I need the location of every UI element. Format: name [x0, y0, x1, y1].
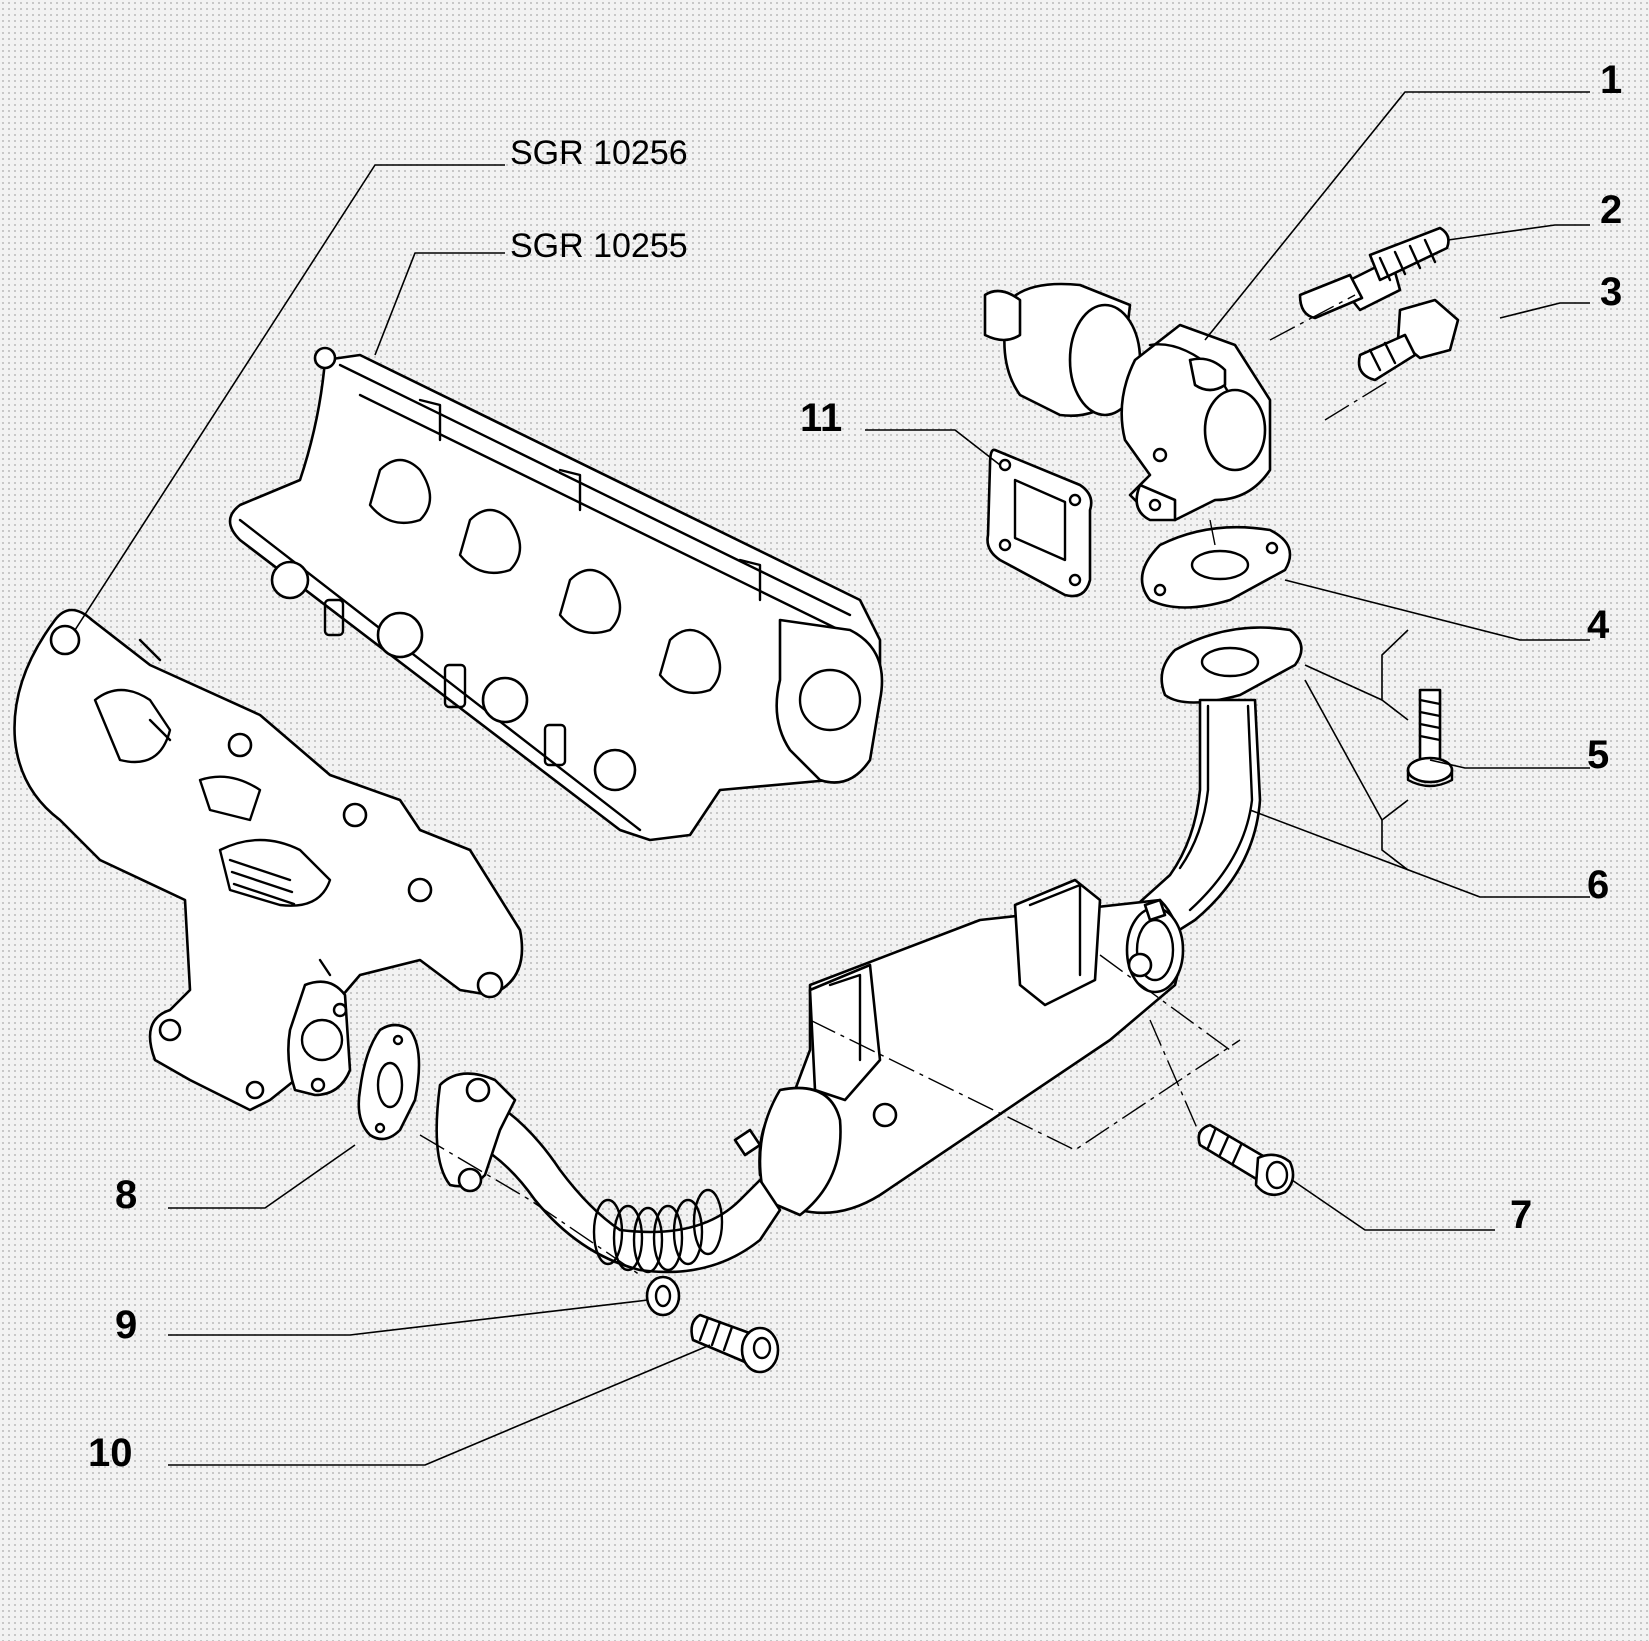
egr-valve: [983, 282, 1272, 522]
intake-manifold: [228, 346, 884, 842]
ref-label-exhaust-manifold: SGR 10256: [510, 134, 688, 172]
stud-bolt: [1298, 226, 1450, 320]
alignment-lines: [419, 294, 1391, 1276]
bracket-5-6: [1381, 629, 1409, 871]
egr-cooler: [733, 878, 1185, 1217]
leader-11: [865, 429, 1001, 466]
exhaust-manifold: [13, 608, 524, 1112]
leader-5: [1429, 759, 1590, 769]
leader-8: [168, 1144, 356, 1209]
egr-pipe: [1118, 626, 1303, 957]
leader-ref-10255: [374, 252, 505, 356]
leader-10: [168, 1344, 711, 1466]
callout-7: 7: [1510, 1193, 1533, 1237]
callout-3: 3: [1600, 270, 1623, 314]
leader-6: [1249, 809, 1590, 898]
leader-4: [1284, 579, 1590, 641]
leader-ref-10256: [74, 164, 505, 631]
leader-2: [1447, 224, 1590, 241]
gasket-4: [1140, 525, 1292, 609]
hex-bolt: [1357, 298, 1460, 382]
callout-2: 2: [1600, 188, 1623, 232]
leader-3: [1499, 302, 1590, 319]
callout-4: 4: [1587, 603, 1610, 647]
callout-6: 6: [1587, 863, 1610, 907]
bolt-7: [1197, 1123, 1295, 1197]
callout-11: 11: [800, 396, 843, 440]
callout-9: 9: [115, 1303, 138, 1347]
washer-9: [645, 1275, 681, 1317]
leader-9: [168, 1299, 649, 1336]
callout-1: 1: [1600, 58, 1623, 102]
gasket-8: [357, 1023, 421, 1141]
bracket-join: [1304, 664, 1383, 821]
gasket-11: [986, 448, 1093, 598]
leader-7: [1291, 1179, 1495, 1231]
bolt-5: [1406, 688, 1454, 788]
ref-label-intake-manifold: SGR 10255: [510, 227, 688, 265]
flex-pipe: [435, 1072, 782, 1274]
socket-screw-10: [690, 1313, 780, 1374]
callout-8: 8: [115, 1173, 138, 1217]
callout-5: 5: [1587, 733, 1610, 777]
leader-1: [1204, 91, 1590, 341]
leader-lines: [74, 91, 1590, 1466]
callout-10: 10: [88, 1431, 133, 1475]
